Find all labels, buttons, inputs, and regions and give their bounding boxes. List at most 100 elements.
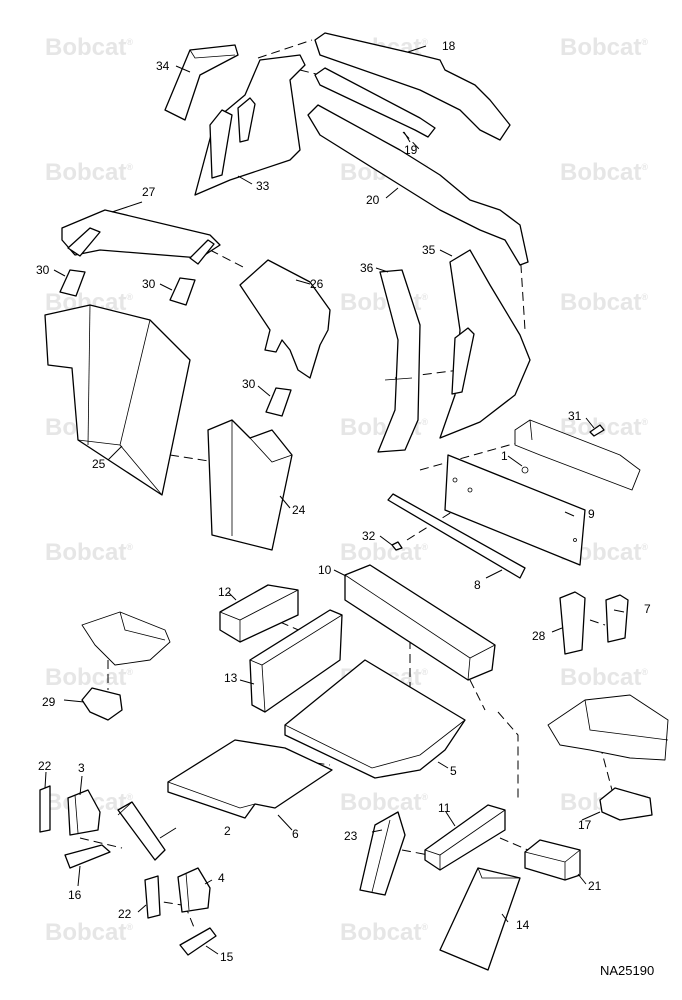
callout-30-a: 30 [36, 263, 50, 277]
part-25-foam-block [44, 304, 191, 496]
callout-17: 17 [578, 818, 592, 832]
bobcat-watermark: Bobcat® [560, 289, 648, 316]
callout-32: 32 [362, 529, 376, 543]
part-29-foam-pad [81, 687, 123, 721]
part-12-foam-block [219, 584, 299, 643]
part-24-foam-block [207, 419, 293, 551]
part-33-wheel-well-foam [194, 54, 306, 196]
bobcat-watermark: Bobcat® [45, 539, 133, 566]
part-18-strip [314, 32, 511, 141]
callout-24: 24 [292, 503, 306, 517]
callout-35: 35 [422, 243, 436, 257]
part-22-strip-upper [39, 785, 51, 833]
part-31-bolt [589, 424, 605, 437]
assembly-dashed-lines [79, 39, 613, 931]
callout-2: 2 [224, 824, 231, 838]
callout-26: 26 [310, 277, 324, 291]
part-6-floor-panel [167, 739, 333, 819]
part-35-panel [439, 249, 531, 439]
callout-22-lower: 22 [118, 907, 132, 921]
bobcat-watermark: Bobcat® [340, 919, 428, 946]
bobcat-watermark: Bobcat® [45, 34, 133, 61]
callout-8: 8 [474, 578, 481, 592]
callout-3: 3 [78, 761, 85, 775]
callout-4: 4 [218, 871, 225, 885]
part-3-block [67, 789, 101, 836]
callout-13: 13 [224, 671, 238, 685]
mounting-bracket-left [81, 611, 171, 666]
part-36-arch [377, 269, 421, 453]
callout-1: 1 [501, 449, 508, 463]
callout-labels: 2 1 3 4 5 6 7 8 9 10 11 12 13 14 15 16 1… [36, 39, 651, 964]
callout-30-b: 30 [142, 277, 156, 291]
callout-22-upper: 22 [38, 759, 52, 773]
part-15-block [179, 927, 217, 956]
part-13-foam-slab [249, 609, 343, 713]
callout-29: 29 [42, 695, 56, 709]
bobcat-watermark: Bobcat® [560, 159, 648, 186]
callout-21: 21 [588, 879, 602, 893]
bobcat-watermark: Bobcat® [45, 664, 133, 691]
callout-6: 6 [292, 827, 299, 841]
bobcat-watermark: Bobcat® [560, 664, 648, 691]
callout-16: 16 [68, 888, 82, 902]
part-30-block-c [265, 387, 292, 417]
part-1-washer [521, 466, 529, 474]
bobcat-watermark: Bobcat® [340, 539, 428, 566]
part-32-nut [391, 541, 403, 551]
callout-31: 31 [568, 409, 582, 423]
callout-23: 23 [344, 829, 358, 843]
callout-10: 10 [318, 563, 332, 577]
part-5-floor-mat [284, 659, 466, 779]
callout-5: 5 [450, 764, 457, 778]
callout-leaders [44, 45, 625, 955]
part-23-foam-block [359, 811, 406, 896]
bobcat-watermark: Bobcat® [560, 414, 648, 441]
part-9-plate [444, 454, 586, 566]
callout-12: 12 [218, 585, 232, 599]
part-14-foam-panel [439, 867, 521, 971]
part-28-block [559, 591, 586, 655]
part-30-block-b [169, 277, 196, 306]
part-8-gasket [387, 493, 526, 579]
callout-19: 19 [404, 143, 418, 157]
part-20-strip [307, 104, 529, 266]
callout-7: 7 [644, 602, 651, 616]
callout-30-c: 30 [242, 377, 256, 391]
part-22-strip-lower [144, 875, 161, 919]
part-34-panel [164, 44, 239, 121]
part-17-foam-pad [599, 787, 653, 821]
part-16-block [64, 844, 111, 869]
callout-11: 11 [438, 801, 451, 815]
drawing-id: NA25190 [600, 963, 654, 978]
callout-28: 28 [532, 629, 546, 643]
part-4-block [177, 867, 211, 913]
part-26-panel [239, 259, 331, 379]
bobcat-watermark: Bobcat® [560, 34, 648, 61]
callout-15: 15 [220, 950, 234, 964]
part-21-foam-block [524, 839, 581, 881]
part-27-panel [61, 209, 221, 265]
bobcat-watermark: Bobcat® [45, 159, 133, 186]
callout-25: 25 [92, 457, 106, 471]
part-7-block [605, 594, 629, 643]
callout-33: 33 [256, 179, 270, 193]
part-10-foam-block [344, 564, 496, 681]
mounting-bracket-upper [514, 419, 641, 491]
part-30-block-a [59, 269, 86, 297]
callout-18: 18 [442, 39, 456, 53]
callout-9: 9 [588, 507, 595, 521]
bobcat-watermark: Bobcat® [45, 919, 133, 946]
callout-27: 27 [142, 185, 156, 199]
part-19-strip [314, 67, 436, 138]
mounting-bracket-right [547, 694, 669, 761]
bobcat-watermark: Bobcat® [340, 789, 428, 816]
part-11-foam-block [424, 804, 506, 871]
part-2-foam-block [117, 801, 166, 861]
callout-20: 20 [366, 193, 380, 207]
callout-14: 14 [516, 918, 530, 932]
callout-34: 34 [156, 59, 170, 73]
callout-36: 36 [360, 261, 374, 275]
